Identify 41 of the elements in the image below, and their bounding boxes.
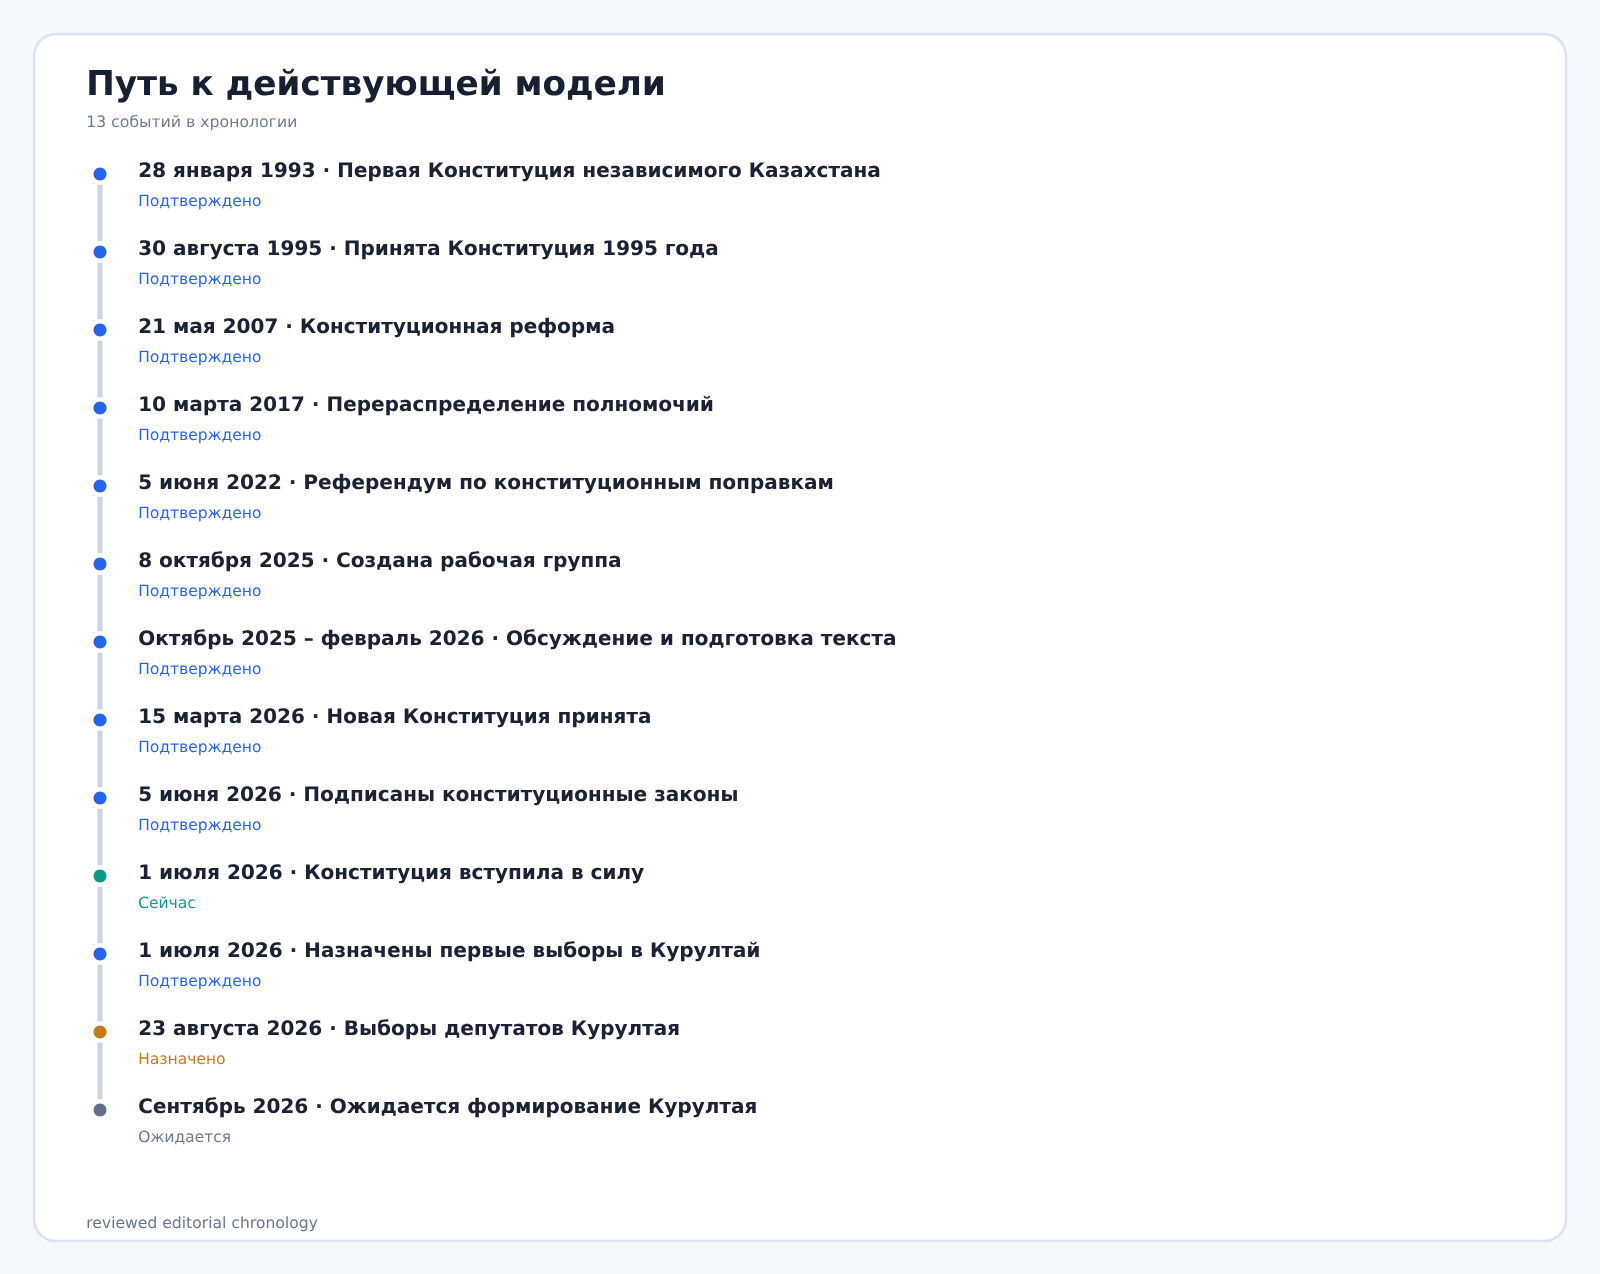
event-title: 8 октября 2025 · Создана рабочая группа bbox=[139, 551, 620, 572]
event-title: 5 июня 2026 · Подписаны конституционные законы bbox=[139, 786, 737, 806]
timeline-line bbox=[97, 964, 103, 1022]
status-label: Сейчас bbox=[139, 896, 195, 909]
event-title: 23 августа 2026 · Выборы депутатов Курултая bbox=[139, 1019, 679, 1040]
status-label: Подтверждено bbox=[139, 350, 261, 366]
status-label: Ожидается bbox=[139, 1130, 230, 1145]
event-title: 1 июля 2026 · Назначены первые выборы в Курултай bbox=[140, 941, 759, 962]
timeline-line bbox=[97, 574, 103, 632]
subtitle: 13 событий в хронологии bbox=[87, 114, 296, 131]
status-label: Подтверждено bbox=[139, 584, 261, 600]
timeline-line bbox=[97, 652, 103, 710]
footer-note: reviewed editorial chronology bbox=[87, 1216, 318, 1232]
title: Путь к действующей модели bbox=[89, 68, 663, 103]
event-title: 21 мая 2007 · Конституционная реформа bbox=[139, 317, 614, 338]
status-label: Подтверждено bbox=[139, 662, 261, 678]
timeline-line bbox=[97, 496, 103, 554]
event-title: 1 июля 2026 · Конституция вступила в силу bbox=[140, 864, 644, 884]
timeline-line bbox=[97, 886, 103, 944]
status-label: Подтверждено bbox=[139, 506, 261, 522]
timeline-line bbox=[97, 1042, 103, 1100]
event-title: 28 января 1993 · Первая Конституция независимого Казахстана bbox=[139, 162, 880, 182]
event-title: Октябрь 2025 – февраль 2026 · Обсуждение и подготовка текста bbox=[139, 629, 895, 650]
timeline-line bbox=[97, 184, 103, 242]
status-label: Подтверждено bbox=[139, 194, 261, 210]
timeline-line bbox=[97, 262, 103, 320]
timeline-line bbox=[97, 808, 103, 866]
event-title: Сентябрь 2026 · Ожидается формирование Курултая bbox=[139, 1097, 756, 1118]
timeline-line bbox=[97, 340, 103, 398]
status-label: Подтверждено bbox=[139, 272, 261, 288]
status-label: Назначено bbox=[139, 1052, 225, 1065]
event-title: 30 августа 1995 · Принята Конституция 1995 года bbox=[139, 240, 718, 260]
status-label: Подтверждено bbox=[139, 740, 261, 756]
timeline-line bbox=[97, 418, 103, 476]
event-title: 15 марта 2026 · Новая Конституция принята bbox=[140, 708, 650, 728]
status-label: Подтверждено bbox=[139, 974, 261, 990]
event-title: 5 июня 2022 · Референдум по конституционным поправкам bbox=[139, 473, 833, 494]
status-label: Подтверждено bbox=[139, 818, 261, 834]
status-label: Подтверждено bbox=[139, 428, 261, 444]
event-title: 10 марта 2017 · Перераспределение полномочий bbox=[140, 395, 713, 416]
timeline-line bbox=[97, 730, 103, 788]
